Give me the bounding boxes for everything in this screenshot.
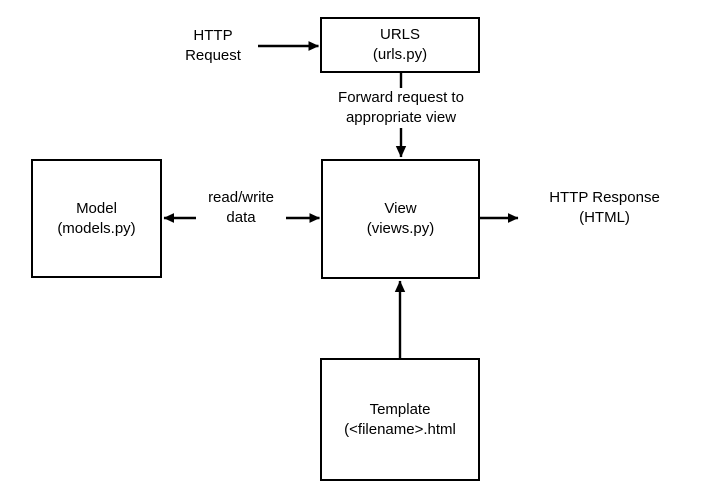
model-box[interactable]: Model (models.py) — [31, 159, 162, 278]
forward-request-label: Forward request to appropriate view — [311, 88, 491, 128]
model-box-subtitle: (models.py) — [57, 219, 136, 237]
http-response-label: HTTP Response (HTML) — [522, 188, 687, 228]
urls-box-title: URLS — [379, 26, 420, 43]
model-box-title: Model — [76, 199, 117, 217]
http-request-label-line1: HTTP — [193, 27, 233, 44]
template-box[interactable]: Template (<filename>.html — [320, 358, 480, 481]
template-box-subtitle: (<filename>.html — [344, 420, 456, 438]
http-request-label-line2: Request — [185, 47, 241, 64]
template-box-title: Template — [369, 400, 431, 418]
read-write-data-label: read/write data — [196, 188, 286, 228]
http-response-label-line1: HTTP Response — [549, 189, 660, 206]
forward-request-label-line1: Forward request to — [338, 89, 464, 106]
read-write-data-label-line1: read/write — [208, 189, 274, 206]
view-box-title: View — [384, 200, 417, 217]
forward-request-label-line2: appropriate view — [345, 109, 457, 126]
view-box[interactable]: View (views.py) — [321, 159, 480, 279]
urls-box-subtitle: (urls.py) — [372, 46, 428, 63]
read-write-data-label-line2: data — [226, 209, 256, 226]
http-request-label: HTTP Request — [158, 26, 268, 66]
http-response-label-line2: (HTML) — [579, 209, 630, 226]
urls-box[interactable]: URLS (urls.py) — [320, 17, 480, 73]
view-box-subtitle: (views.py) — [366, 220, 435, 237]
